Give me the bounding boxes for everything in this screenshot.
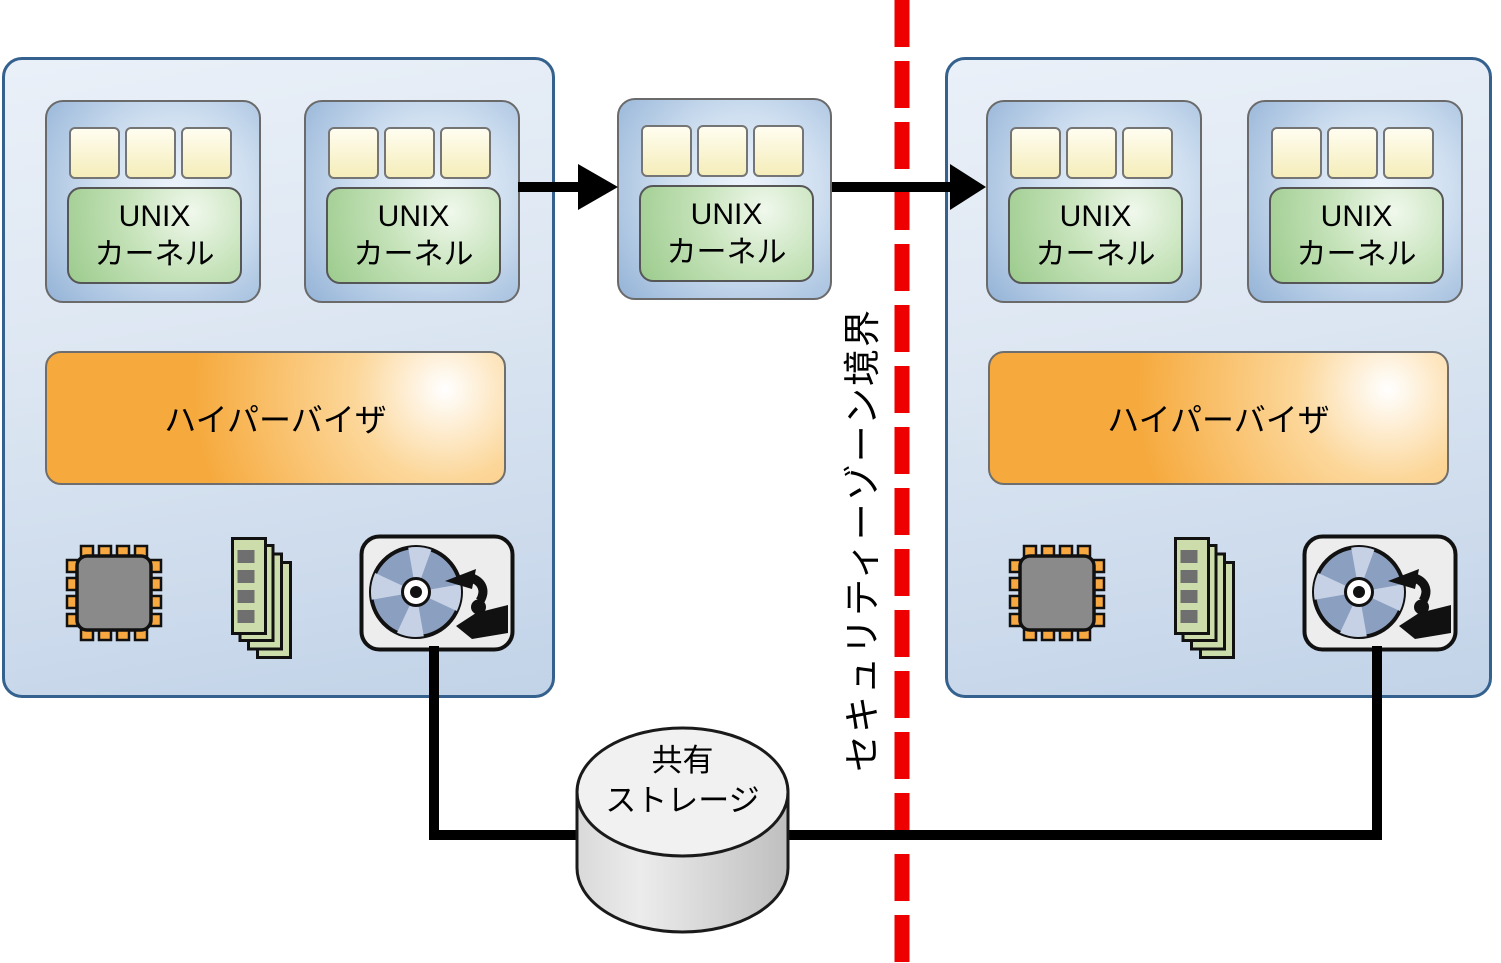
app-tile-row <box>328 127 491 179</box>
app-tile <box>697 125 748 177</box>
hypervisor-box: ハイパーバイザ <box>988 351 1449 485</box>
kernel-label-line2: カーネル <box>1296 237 1417 271</box>
app-tile <box>753 125 804 177</box>
security-zone-boundary-label: セキュリティーゾーン境界 <box>842 308 883 772</box>
kernel-label-line2: カーネル <box>94 237 215 271</box>
app-tile <box>1327 127 1378 179</box>
app-tile <box>1122 127 1173 179</box>
kernel-label-line1: UNIX <box>377 200 450 233</box>
app-tile <box>1066 127 1117 179</box>
vm-box: UNIX カーネル <box>45 100 261 303</box>
kernel-label-line1: UNIX <box>690 198 763 231</box>
disk-read-arm <box>1388 569 1451 639</box>
app-tile <box>1010 127 1061 179</box>
app-tile-row <box>69 127 232 179</box>
app-tile <box>1383 127 1434 179</box>
unix-kernel-box: UNIX カーネル <box>326 187 501 284</box>
app-tile-row <box>641 125 804 177</box>
unix-kernel-box: UNIX カーネル <box>1269 187 1444 284</box>
kernel-label-line2: カーネル <box>353 237 474 271</box>
memory-modules-icon <box>231 537 292 659</box>
disk-drive-icon <box>1302 534 1458 652</box>
hypervisor-label: ハイパーバイザ <box>164 402 387 438</box>
storage-label-line1: 共有 <box>651 743 714 778</box>
unix-kernel-box: UNIX カーネル <box>1008 187 1183 284</box>
hypervisor-box: ハイパーバイザ <box>45 351 506 485</box>
vm-box: UNIX カーネル <box>1247 100 1463 303</box>
hypervisor-label: ハイパーバイザ <box>1107 402 1330 438</box>
vm-box: UNIX カーネル <box>986 100 1202 303</box>
kernel-label-line1: UNIX <box>118 200 191 233</box>
storage-label-line2: ストレージ <box>605 783 760 818</box>
app-tile <box>69 127 120 179</box>
disk-read-arm <box>445 569 508 639</box>
app-tile-row <box>1271 127 1434 179</box>
vm-migrating: UNIX カーネル <box>617 98 832 300</box>
app-tile <box>125 127 176 179</box>
app-tile <box>384 127 435 179</box>
shared-storage-label: 共有 ストレージ <box>532 741 833 821</box>
app-tile <box>641 125 692 177</box>
app-tile <box>440 127 491 179</box>
kernel-label-line2: カーネル <box>666 235 787 269</box>
app-tile-row <box>1010 127 1173 179</box>
host-server-right: UNIX カーネル UNIX カーネル ハイパーバイザ <box>945 57 1492 698</box>
unix-kernel-box: UNIX カーネル <box>639 185 814 282</box>
vm-box: UNIX カーネル <box>304 100 520 303</box>
host-server-left: UNIX カーネル UNIX カーネル ハイパーバイザ <box>2 57 555 698</box>
app-tile <box>328 127 379 179</box>
memory-modules-icon <box>1174 537 1235 659</box>
kernel-label-line1: UNIX <box>1320 200 1393 233</box>
app-tile <box>1271 127 1322 179</box>
cpu-chip-icon <box>65 544 163 642</box>
unix-kernel-box: UNIX カーネル <box>67 187 242 284</box>
disk-drive-icon <box>359 534 515 652</box>
app-tile <box>181 127 232 179</box>
kernel-label-line1: UNIX <box>1059 200 1132 233</box>
cpu-chip-icon <box>1008 544 1106 642</box>
kernel-label-line2: カーネル <box>1035 237 1156 271</box>
